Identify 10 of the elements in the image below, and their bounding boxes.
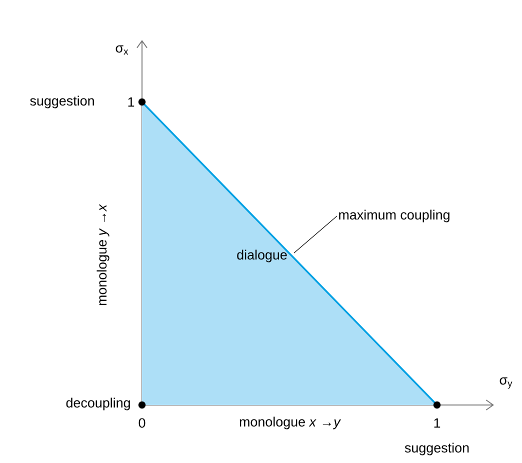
tick-label: 1 [128,97,134,107]
tick-label: 1 [434,418,440,428]
axis-title: monologue y →x [96,204,110,306]
tick-label: 0 [138,418,146,428]
leader-line [294,216,338,254]
point-label: decoupling [66,398,130,410]
axis-label: σ$_{y}$ [500,377,512,389]
point-label: suggestion [30,96,94,108]
point-label: suggestion [404,442,469,456]
axis-label: σ$_{x}$ [116,45,128,55]
